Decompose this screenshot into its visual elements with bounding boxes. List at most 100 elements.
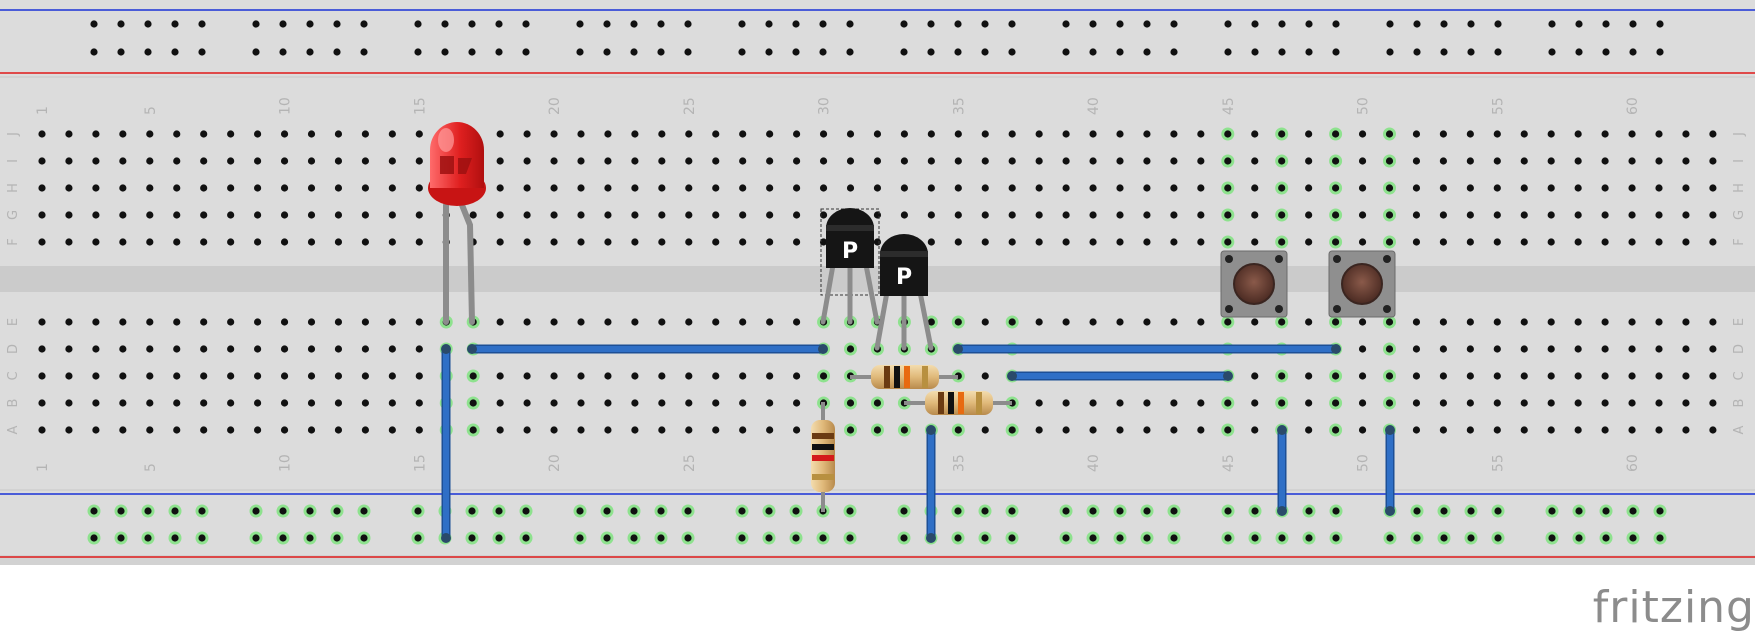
- hole-bottom: [1655, 426, 1663, 434]
- wire-w7-end[interactable]: [1385, 506, 1395, 516]
- rail-hole-top: [1062, 48, 1070, 56]
- hole-top: [280, 238, 289, 246]
- rail-hole-bottom: [846, 507, 854, 515]
- resistor-r3[interactable]: [811, 402, 835, 512]
- hole-bottom: [1601, 399, 1609, 407]
- hole-top: [65, 211, 73, 219]
- hole-top: [981, 184, 989, 192]
- rail-hole-top: [684, 20, 692, 28]
- hole-top: [1655, 211, 1663, 219]
- column-number-label: 25: [682, 454, 698, 472]
- rail-hole-top: [1278, 48, 1286, 56]
- hole-bottom: [1008, 318, 1016, 326]
- led[interactable]: [428, 122, 486, 325]
- hole-bottom: [1601, 372, 1609, 380]
- hole-top: [1574, 211, 1582, 219]
- hole-top: [496, 238, 504, 246]
- hole-top: [712, 130, 720, 138]
- wire-w6-end[interactable]: [1277, 425, 1287, 435]
- hole-bottom: [766, 399, 774, 407]
- rail-hole-bottom: [1629, 507, 1637, 515]
- hole-top: [1008, 157, 1016, 165]
- hole-top: [900, 184, 909, 192]
- wire-w3-end[interactable]: [1331, 344, 1341, 354]
- hole-top: [227, 184, 235, 192]
- rail-hole-top: [279, 20, 287, 28]
- wire-w2-end[interactable]: [467, 344, 477, 354]
- rail-hole-bottom: [1089, 534, 1097, 542]
- hole-top: [1089, 211, 1097, 219]
- hole-top: [1278, 157, 1286, 165]
- hole-top: [1062, 130, 1070, 138]
- hole-bottom: [388, 372, 396, 380]
- hole-top: [1493, 184, 1501, 192]
- hole-bottom: [65, 399, 73, 407]
- wire-w7-end[interactable]: [1385, 425, 1395, 435]
- hole-bottom: [550, 399, 558, 407]
- hole-bottom: [846, 399, 855, 407]
- transistor-q2[interactable]: P: [874, 234, 934, 351]
- resistor-r1-band-2: [894, 366, 900, 388]
- hole-bottom: [523, 318, 531, 326]
- hole-bottom: [1493, 345, 1501, 353]
- rail-hole-bottom: [495, 507, 503, 515]
- hole-top: [200, 157, 208, 165]
- pushbutton-s2[interactable]: [1328, 250, 1396, 318]
- wire-w5-end[interactable]: [926, 533, 936, 543]
- led-leg-right: [459, 202, 475, 325]
- hole-bottom: [1062, 399, 1070, 407]
- wire-w6-end[interactable]: [1277, 506, 1287, 516]
- hole-bottom: [712, 318, 720, 326]
- wire-w2-end[interactable]: [818, 344, 828, 354]
- resistor-r1[interactable]: [850, 365, 958, 389]
- hole-bottom: [334, 399, 343, 407]
- hole-top: [146, 211, 154, 219]
- hole-bottom: [254, 399, 262, 407]
- rail-hole-bottom: [900, 507, 908, 515]
- wire-w1-end[interactable]: [441, 344, 451, 354]
- hole-bottom: [1332, 399, 1340, 407]
- hole-bottom: [1197, 426, 1205, 434]
- hole-bottom: [388, 345, 396, 353]
- rail-hole-bottom: [603, 507, 611, 515]
- hole-bottom: [1412, 345, 1421, 353]
- hole-top: [631, 238, 639, 246]
- hole-top: [200, 184, 208, 192]
- rail-hole-bottom: [1089, 507, 1097, 515]
- hole-bottom: [361, 426, 369, 434]
- hole-bottom: [65, 318, 73, 326]
- hole-top: [388, 238, 396, 246]
- transistor-q1-leg-1: [820, 262, 836, 325]
- hole-top: [146, 157, 154, 165]
- hole-bottom: [685, 426, 693, 434]
- rail-hole-bottom: [765, 534, 773, 542]
- rail-hole-top: [279, 48, 287, 56]
- rail-hole-top: [171, 20, 179, 28]
- hole-bottom: [739, 399, 747, 407]
- rail-hole-bottom: [738, 534, 746, 542]
- hole-bottom: [1305, 399, 1313, 407]
- wire-w5-end[interactable]: [926, 425, 936, 435]
- rail-hole-bottom: [1305, 534, 1313, 542]
- center-channel: [0, 266, 1755, 292]
- wire-w3-end[interactable]: [953, 344, 963, 354]
- column-number-label: 55: [1490, 97, 1506, 115]
- wire-w4-end[interactable]: [1223, 371, 1233, 381]
- wire-w4-end[interactable]: [1007, 371, 1017, 381]
- pushbutton-s1[interactable]: [1220, 250, 1288, 318]
- hole-bottom: [766, 372, 774, 380]
- hole-bottom: [200, 318, 208, 326]
- resistor-r2[interactable]: [904, 391, 1012, 415]
- hole-top: [1305, 211, 1313, 219]
- wire-w1-end[interactable]: [441, 533, 451, 543]
- hole-bottom: [1439, 372, 1447, 380]
- transistor-q1[interactable]: P: [820, 208, 880, 325]
- hole-bottom: [254, 372, 262, 380]
- hole-top: [119, 211, 127, 219]
- hole-bottom: [1466, 318, 1474, 326]
- hole-top: [604, 130, 612, 138]
- hole-bottom: [658, 372, 666, 380]
- rail-hole-bottom: [117, 507, 125, 515]
- hole-bottom: [1655, 372, 1663, 380]
- rail-hole-bottom: [90, 507, 98, 515]
